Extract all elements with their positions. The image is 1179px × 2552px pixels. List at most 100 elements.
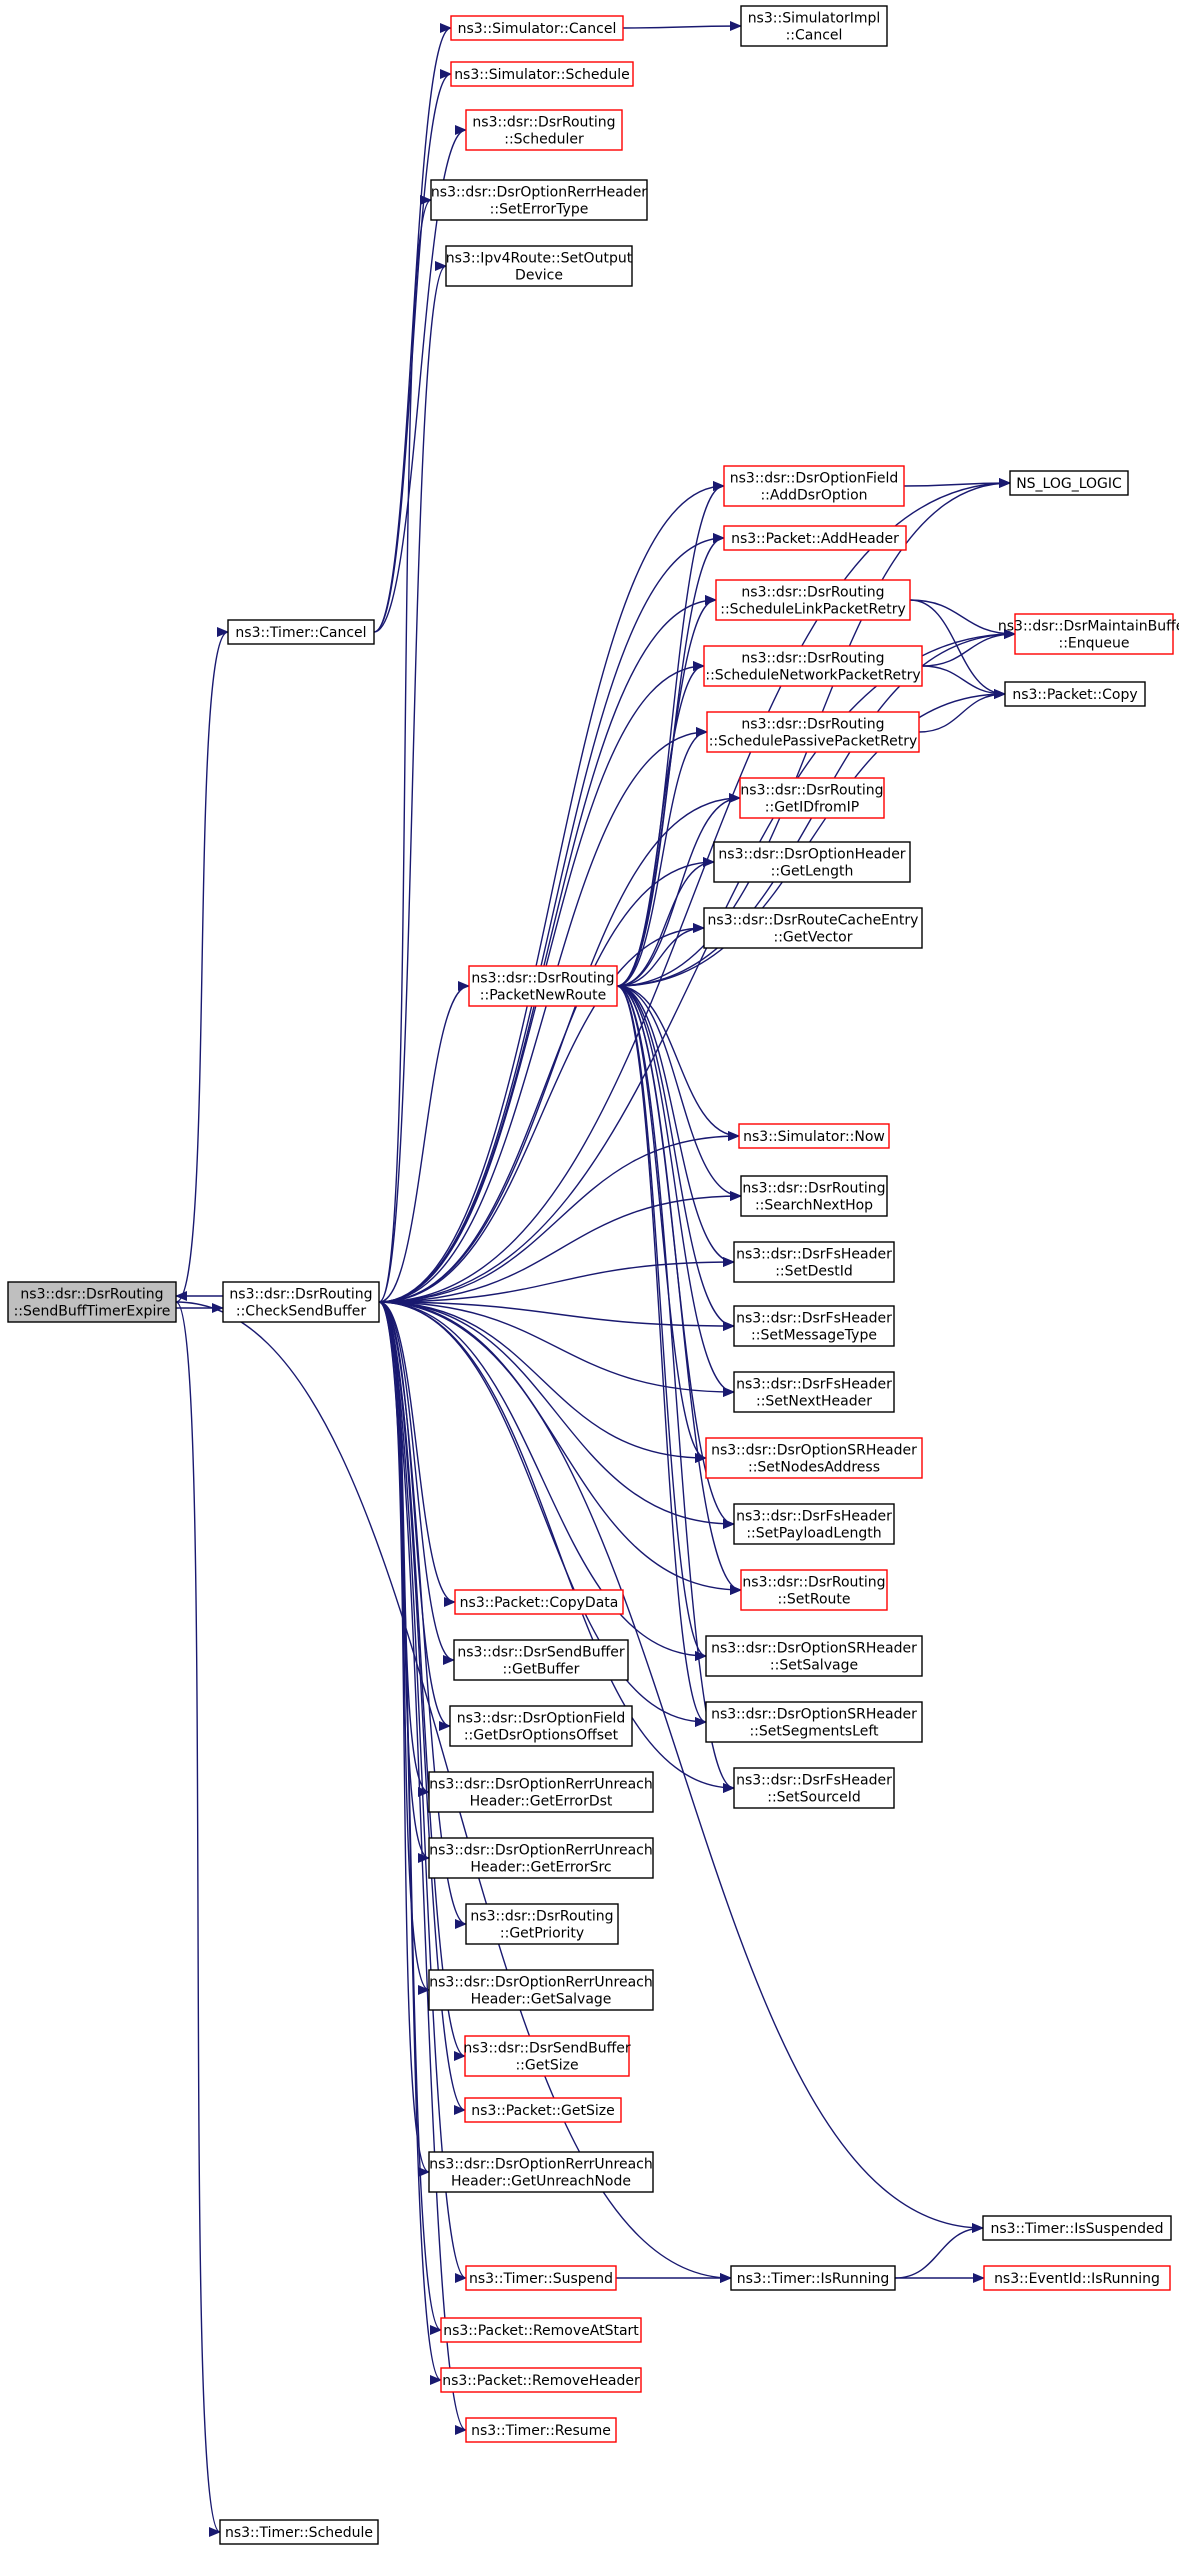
node-adddsr[interactable]: ns3::dsr::DsrOptionField::AddDsrOption <box>723 465 905 507</box>
node-getlen[interactable]: ns3::dsr::DsrOptionHeader::GetLength <box>713 841 911 883</box>
node-setroute-label-line-1: ::SetRoute <box>777 1592 850 1608</box>
node-trunning-label-line-0: ns3::Timer::IsRunning <box>737 2271 890 2287</box>
node-pnr[interactable]: ns3::dsr::DsrRouting::PacketNewRoute <box>468 965 618 1007</box>
node-setsalv[interactable]: ns3::dsr::DsrOptionSRHeader::SetSalvage <box>705 1635 923 1677</box>
node-tsuspend[interactable]: ns3::Timer::Suspend <box>465 2265 617 2291</box>
node-tsuspended[interactable]: ns3::Timer::IsSuspended <box>982 2215 1172 2241</box>
node-simsched[interactable]: ns3::Simulator::Schedule <box>450 61 634 87</box>
node-rmhdr[interactable]: ns3::Packet::RemoveHeader <box>440 2367 642 2393</box>
node-seterrtype[interactable]: ns3::dsr::DsrOptionRerrHeader::SetErrorT… <box>430 179 648 221</box>
node-setroute[interactable]: ns3::dsr::DsrRouting::SetRoute <box>740 1569 888 1611</box>
node-nslog[interactable]: NS_LOG_LOGIC <box>1009 470 1129 496</box>
node-getsize[interactable]: ns3::dsr::DsrSendBuffer::GetSize <box>463 2035 631 2077</box>
node-tsched-label-line-0: ns3::Timer::Schedule <box>225 2525 373 2541</box>
node-getsize-box <box>464 2035 630 2077</box>
node-schedpass[interactable]: ns3::dsr::DsrRouting::SchedulePassivePac… <box>706 711 920 753</box>
node-getvec-label-line-0: ns3::dsr::DsrRouteCacheEntry <box>708 913 919 929</box>
node-getsalv-box <box>428 1969 654 2011</box>
node-enqueue-label-line-0: ns3::dsr::DsrMaintainBuffer <box>998 619 1179 635</box>
node-getdsroff[interactable]: ns3::dsr::DsrOptionField::GetDsrOptionsO… <box>449 1705 633 1747</box>
node-getsalv[interactable]: ns3::dsr::DsrOptionRerrUnreachHeader::Ge… <box>428 1969 654 2011</box>
node-setnodes-label-line-0: ns3::dsr::DsrOptionSRHeader <box>711 1443 917 1459</box>
node-searchnh[interactable]: ns3::dsr::DsrRouting::SearchNextHop <box>740 1175 888 1217</box>
node-setdest-label-line-0: ns3::dsr::DsrFsHeader <box>736 1247 892 1263</box>
edge-csb-to-setpay <box>378 1301 735 1529</box>
node-geterrsrc-box <box>428 1837 654 1879</box>
node-setsrc[interactable]: ns3::dsr::DsrFsHeader::SetSourceId <box>733 1767 895 1809</box>
edge-adddsr-to-nslog <box>903 478 1011 489</box>
node-schedlink-label-line-1: ::ScheduleLinkPacketRetry <box>720 602 905 618</box>
edge-pnr-to-setnodes <box>616 985 707 1463</box>
node-simcancel-box <box>450 15 624 41</box>
edge-pnr-to-searchnh <box>616 985 742 1201</box>
edge-pnr-to-setmsg <box>616 985 735 1331</box>
edge-tcancel-to-simcancel <box>373 23 452 633</box>
node-getvec-box <box>703 907 923 949</box>
edge-csb-to-searchnh <box>378 1191 742 1303</box>
node-getbuf[interactable]: ns3::dsr::DsrSendBuffer::GetBuffer <box>453 1639 629 1681</box>
node-addhdr[interactable]: ns3::Packet::AddHeader <box>723 525 907 551</box>
node-pgetsize-label-line-0: ns3::Packet::GetSize <box>471 2103 614 2119</box>
edge-pnr-to-setseg <box>616 985 707 1727</box>
node-getsalv-label-line-0: ns3::dsr::DsrOptionRerrUnreach <box>429 1975 653 1991</box>
edge-csb-to-getsalv <box>378 1301 430 1995</box>
node-addhdr-box <box>723 525 907 551</box>
node-getid-box <box>739 777 885 819</box>
node-rmstart[interactable]: ns3::Packet::RemoveAtStart <box>440 2317 642 2343</box>
node-getvec-label-line-1: ::GetVector <box>774 930 853 946</box>
node-evrunning[interactable]: ns3::EventId::IsRunning <box>983 2265 1171 2291</box>
node-getunreach[interactable]: ns3::dsr::DsrOptionRerrUnreachHeader::Ge… <box>428 2151 654 2193</box>
node-simimpl[interactable]: ns3::SimulatorImpl::Cancel <box>740 5 888 47</box>
node-getunreach-box <box>428 2151 654 2193</box>
node-copydata-box <box>454 1589 624 1615</box>
node-setnodes[interactable]: ns3::dsr::DsrOptionSRHeader::SetNodesAdd… <box>705 1437 923 1479</box>
node-copydata[interactable]: ns3::Packet::CopyData <box>454 1589 624 1615</box>
node-setseg[interactable]: ns3::dsr::DsrOptionSRHeader::SetSegments… <box>705 1701 923 1743</box>
edge-layer <box>175 21 1016 2537</box>
node-setpay-label-line-0: ns3::dsr::DsrFsHeader <box>736 1509 892 1525</box>
node-getid[interactable]: ns3::dsr::DsrRouting::GetIDfromIP <box>739 777 885 819</box>
node-geterrdst[interactable]: ns3::dsr::DsrOptionRerrUnreachHeader::Ge… <box>428 1771 654 1813</box>
node-simcancel-label-line-0: ns3::Simulator::Cancel <box>458 21 617 37</box>
node-setnodes-label-line-1: ::SetNodesAddress <box>748 1460 880 1476</box>
node-scheduler-label-line-0: ns3::dsr::DsrRouting <box>472 115 615 131</box>
node-setdest[interactable]: ns3::dsr::DsrFsHeader::SetDestId <box>733 1241 895 1283</box>
node-setdest-box <box>733 1241 895 1283</box>
node-getprio[interactable]: ns3::dsr::DsrRouting::GetPriority <box>465 1903 619 1945</box>
edge-csb-to-nslog <box>378 478 1011 1303</box>
edge-csb-to-schedpass <box>378 727 708 1303</box>
node-seterrtype-box <box>430 179 648 221</box>
node-root[interactable]: ns3::dsr::DsrRouting::SendBuffTimerExpir… <box>7 1281 177 1323</box>
edge-schednet-to-pcopy <box>921 665 1006 699</box>
edge-csb-to-copydata <box>378 1301 456 1607</box>
node-schedlink-label-line-0: ns3::dsr::DsrRouting <box>741 585 884 601</box>
node-enqueue[interactable]: ns3::dsr::DsrMaintainBuffer::Enqueue <box>998 613 1179 655</box>
node-schednet[interactable]: ns3::dsr::DsrRouting::ScheduleNetworkPac… <box>703 645 923 687</box>
node-getvec[interactable]: ns3::dsr::DsrRouteCacheEntry::GetVector <box>703 907 923 949</box>
node-tcancel[interactable]: ns3::Timer::Cancel <box>227 619 375 645</box>
node-getunreach-label-line-1: Header::GetUnreachNode <box>451 2174 631 2190</box>
node-setmsg[interactable]: ns3::dsr::DsrFsHeader::SetMessageType <box>733 1305 895 1347</box>
node-pcopy[interactable]: ns3::Packet::Copy <box>1004 681 1146 707</box>
node-schedlink[interactable]: ns3::dsr::DsrRouting::ScheduleLinkPacket… <box>715 579 911 621</box>
node-tsched[interactable]: ns3::Timer::Schedule <box>219 2519 379 2545</box>
node-simnow[interactable]: ns3::Simulator::Now <box>738 1123 890 1149</box>
node-pgetsize-box <box>464 2097 622 2123</box>
node-geterrsrc[interactable]: ns3::dsr::DsrOptionRerrUnreachHeader::Ge… <box>428 1837 654 1879</box>
node-pgetsize[interactable]: ns3::Packet::GetSize <box>464 2097 622 2123</box>
node-simcancel[interactable]: ns3::Simulator::Cancel <box>450 15 624 41</box>
node-scheduler[interactable]: ns3::dsr::DsrRouting::Scheduler <box>465 109 623 151</box>
edge-csb-to-tresume <box>378 1301 467 2435</box>
node-getdsroff-label-line-0: ns3::dsr::DsrOptionField <box>457 1711 626 1727</box>
node-getsize-label-line-0: ns3::dsr::DsrSendBuffer <box>463 2041 630 2057</box>
node-setnext[interactable]: ns3::dsr::DsrFsHeader::SetNextHeader <box>733 1371 895 1413</box>
edge-csb-to-setsalv <box>378 1301 707 1661</box>
node-setpay[interactable]: ns3::dsr::DsrFsHeader::SetPayloadLength <box>733 1503 895 1545</box>
node-simnow-box <box>738 1123 890 1149</box>
node-csb[interactable]: ns3::dsr::DsrRouting::CheckSendBuffer <box>222 1281 380 1323</box>
node-scheduler-box <box>465 109 623 151</box>
node-trunning[interactable]: ns3::Timer::IsRunning <box>730 2265 896 2291</box>
node-tresume[interactable]: ns3::Timer::Resume <box>465 2417 617 2443</box>
